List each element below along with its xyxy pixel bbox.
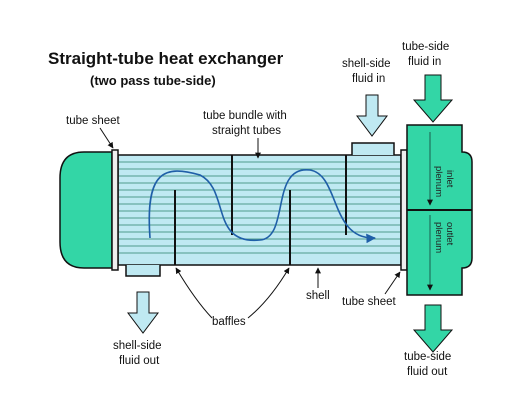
baffles [174, 155, 347, 265]
tube-sheet-left-label: tube sheet [66, 115, 121, 127]
tube-out-label-1: tube-side [404, 351, 451, 363]
left-return-head [59, 151, 113, 269]
shell-in-label-2: fluid in [352, 73, 385, 85]
shell-flow-path [148, 169, 376, 244]
shell-inlet-nozzle [351, 142, 395, 155]
shell-out-label-1: shell-side [113, 340, 162, 352]
tube-bundle [112, 161, 401, 254]
tube-sheet-right-leader [384, 271, 401, 295]
tube-sheet-right-label: tube sheet [342, 296, 397, 308]
outlet-plenum-label-1: outlet [444, 222, 455, 246]
inlet-plenum-label-1: inlet [444, 170, 455, 188]
shell-inlet-arrow [356, 94, 388, 137]
tube-bundle-label-1: tube bundle with [203, 110, 287, 122]
shell-outlet-nozzle [125, 265, 161, 277]
tube-outlet-arrow [412, 304, 454, 353]
baffles-leaders [175, 267, 290, 319]
tube-bundle-label-2: straight tubes [212, 125, 281, 137]
shell-in-label-1: shell-side [342, 58, 391, 70]
tube-in-label-1: tube-side [402, 41, 449, 53]
tube-sheet-left [111, 149, 119, 271]
shell-body [117, 154, 402, 266]
baffles-label: baffles [212, 316, 246, 328]
tube-in-label-2: fluid in [408, 56, 441, 68]
tube-inlet-arrow [412, 74, 454, 123]
tube-sheet-left-leader [99, 127, 114, 149]
inlet-plenum-label-2: plenum [433, 166, 444, 197]
diagram-title: Straight-tube heat exchanger [48, 49, 284, 68]
outlet-plenum-label-2: plenum [433, 222, 444, 253]
diagram-subtitle: (two pass tube-side) [90, 73, 216, 88]
tube-out-label-2: fluid out [407, 366, 448, 378]
shell-outlet-arrow [127, 291, 159, 334]
shell-label: shell [306, 290, 330, 302]
shell-out-label-2: fluid out [119, 355, 160, 367]
tube-sheet-right [400, 149, 408, 271]
